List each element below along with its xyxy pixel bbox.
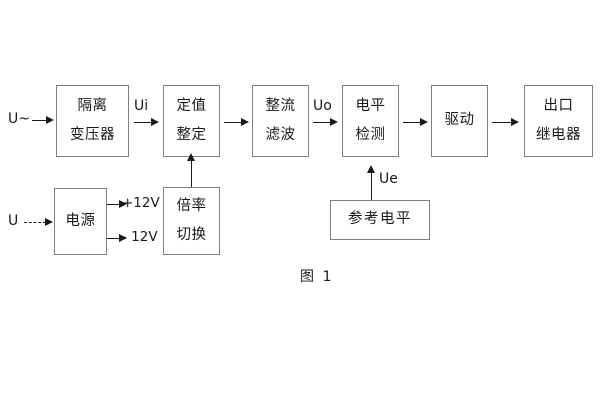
ue-signal-label: Ue [379,171,398,187]
block-isolation-transformer-line-2: 变压器 [70,126,115,143]
uo-signal-label: Uo [313,98,332,114]
block-power-supply-line-1: 电源 [65,212,96,229]
block-reference-level-line-1: 参考电平 [348,211,412,228]
block-drive[interactable]: 驱动 [431,85,488,157]
figure-caption: 图 1 [300,269,334,285]
block-rectify-filter[interactable]: 整流 滤波 [252,85,309,157]
dc-input-label: U [8,213,19,229]
block-reference-level[interactable]: 参考电平 [330,200,430,240]
block-rectify-filter-line-2: 滤波 [265,126,296,143]
block-multiplier-switch-line-1: 倍率 [176,198,207,215]
block-power-supply[interactable]: 电源 [54,188,107,255]
block-level-detection[interactable]: 电平 检测 [342,85,399,157]
block-output-relay-line-1: 出口 [543,98,574,115]
block-output-relay-line-2: 继电器 [536,126,581,143]
block-isolation-transformer[interactable]: 隔离 变压器 [56,85,129,157]
block-setpoint-setting-line-2: 整定 [176,126,207,143]
block-output-relay[interactable]: 出口 继电器 [524,85,593,157]
block-multiplier-switch[interactable]: 倍率 切换 [163,187,220,255]
ac-input-label: U~ [8,111,30,127]
rail-positive-label: +12V [122,195,160,211]
block-multiplier-switch-line-2: 切换 [176,226,207,243]
block-setpoint-setting[interactable]: 定值 整定 [163,85,220,157]
block-drive-line-1: 驱动 [444,112,475,129]
block-setpoint-setting-line-1: 定值 [176,98,207,115]
block-rectify-filter-line-1: 整流 [265,98,296,115]
block-isolation-transformer-line-1: 隔离 [77,98,108,115]
block-level-detection-line-2: 检测 [355,126,386,143]
rail-negative-label: - 12V [122,229,158,245]
block-level-detection-line-1: 电平 [355,98,386,115]
ui-signal-label: Ui [134,98,149,114]
